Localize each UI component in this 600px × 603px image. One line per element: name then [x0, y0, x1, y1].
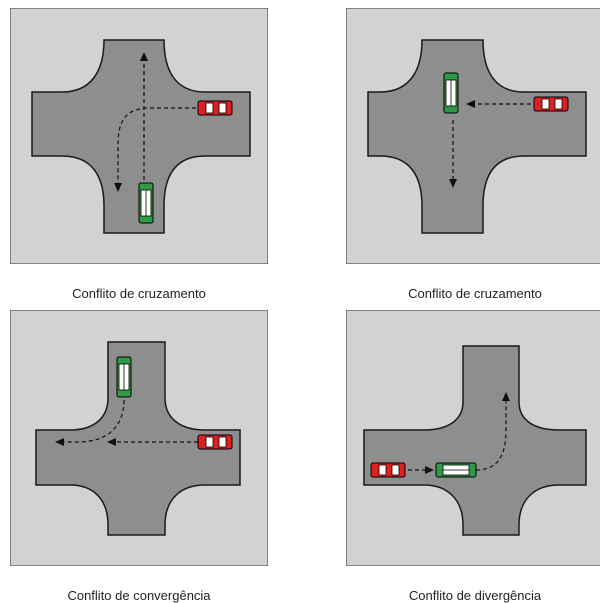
red-car-icon: [370, 462, 406, 478]
arrowhead-icon: [55, 438, 64, 446]
path-arrows: [408, 398, 507, 471]
path-arrows: [62, 399, 198, 443]
arrowhead-icon: [107, 438, 116, 446]
arrow-path-turn-right: [475, 398, 507, 471]
diagram-panel-crossing-2: [346, 8, 600, 264]
diagram-panel-merging: [10, 310, 268, 566]
arrow-path-left-turn: [117, 107, 196, 186]
red-car-icon: [197, 434, 233, 450]
path-arrows: [452, 103, 531, 182]
arrowhead-icon: [425, 466, 434, 474]
panel-caption: Conflito de cruzamento: [72, 286, 206, 301]
intersection-road: [35, 341, 241, 536]
panel-caption: Conflito de cruzamento: [408, 286, 542, 301]
arrowhead-icon: [114, 183, 122, 192]
panel-caption: Conflito de divergência: [408, 588, 542, 603]
intersection-road: [363, 345, 587, 536]
green-car-icon: [138, 182, 154, 224]
arrowhead-icon: [449, 179, 457, 188]
panel-caption: Conflito de convergência: [67, 588, 211, 603]
arrowhead-icon: [466, 100, 475, 108]
red-car-icon: [197, 100, 233, 116]
green-car-icon: [116, 356, 132, 398]
arrow-path-turn-left: [62, 399, 125, 443]
arrowhead-icon: [140, 52, 148, 61]
red-car-icon: [533, 96, 569, 112]
green-car-icon: [435, 462, 477, 478]
diagram-panel-crossing-1: [10, 8, 268, 264]
intersection-road: [31, 39, 251, 234]
arrowhead-icon: [502, 392, 510, 401]
green-car-icon: [443, 72, 459, 114]
intersection-road: [367, 39, 587, 234]
path-arrows: [117, 58, 196, 186]
diagram-panel-diverging: [346, 310, 600, 566]
